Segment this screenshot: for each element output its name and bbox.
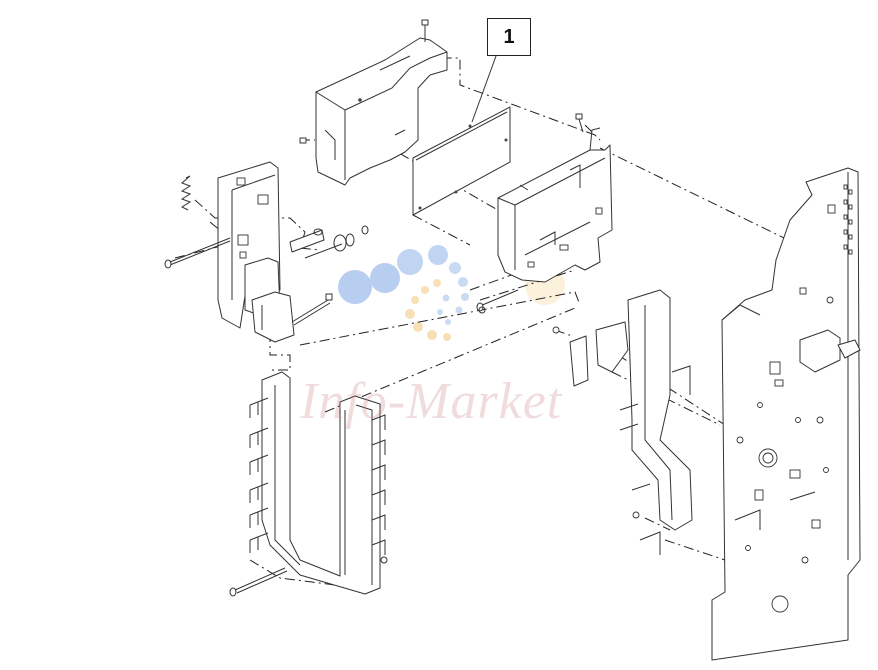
top-cover-bracket	[315, 37, 448, 186]
small-pin-center	[476, 289, 519, 312]
vent-holes	[843, 184, 853, 255]
screw-left-cover	[299, 137, 307, 144]
shaft-upper	[164, 237, 231, 269]
callout-label: 1	[503, 25, 515, 48]
callout-box: 1	[487, 18, 531, 56]
clip-ring-2	[380, 556, 388, 564]
callout-leader	[471, 55, 497, 123]
guide-ribs-right	[371, 414, 386, 555]
spring	[180, 175, 192, 211]
shaft-middle	[291, 293, 333, 326]
left-gear-bracket	[217, 161, 295, 343]
shaft-lower	[229, 567, 288, 597]
right-guide-ribs	[619, 403, 661, 555]
roller-assembly	[289, 225, 369, 259]
side-frame-plate	[711, 167, 861, 661]
watermark-text: Info-Market	[300, 373, 563, 430]
left-paper-guide	[249, 371, 386, 595]
clip-ring-1	[313, 228, 323, 236]
controller-board	[412, 106, 511, 216]
guide-ribs-left	[249, 397, 269, 553]
clip-ring-3	[478, 306, 486, 314]
screw-top	[421, 19, 429, 42]
right-paper-guide	[552, 289, 693, 555]
board-frame	[497, 127, 613, 283]
screw-frame	[575, 113, 584, 133]
